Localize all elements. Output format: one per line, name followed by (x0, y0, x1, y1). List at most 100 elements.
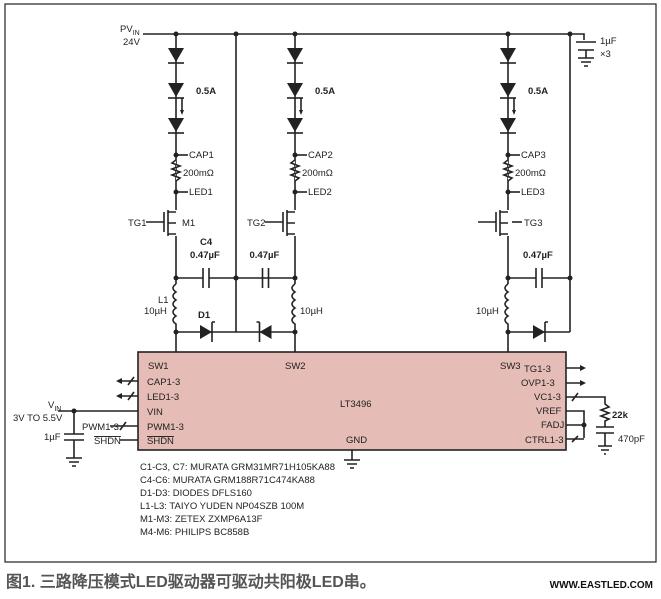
current-label: 0.5A (528, 86, 548, 97)
bus-lines (122, 376, 138, 401)
wire (512, 110, 516, 115)
vin-cap-label: 1µF (44, 432, 61, 443)
resistor-icon (169, 159, 183, 182)
frame (4, 3, 657, 563)
cap-470pf-label: 470pF (618, 434, 645, 445)
ground-icon (344, 450, 360, 469)
resistor-label: 200mΩ (302, 168, 333, 179)
wire (180, 110, 184, 115)
wire (567, 275, 573, 281)
ground-icon (576, 41, 596, 67)
bom-list: C1-C3, C7: MURATA GRM31MR71H105KA88 C4-C… (140, 462, 335, 538)
wire (256, 321, 261, 342)
pin-tg: TG1-3 (524, 364, 551, 375)
capacitor-icon (236, 268, 295, 288)
supply-cap-mult: ×3 (600, 49, 611, 60)
inductor-value-label: 10µH (476, 306, 499, 317)
cap-value-label: 0.47µF (190, 250, 220, 261)
pin-gnd: GND (346, 435, 367, 446)
led-icon (168, 83, 184, 97)
inductor-icon (291, 283, 297, 328)
bom-item: L1-L3: TAIYO YUDEN NP04SZB 100M (140, 501, 304, 512)
cap-ref-label: C4 (200, 237, 213, 248)
junction-dot (233, 31, 239, 37)
led-icon (168, 48, 184, 62)
gate-label: TG3 (524, 218, 542, 229)
resistor-label: 200mΩ (183, 168, 214, 179)
pin-cap: CAP1-3 (147, 377, 180, 388)
inductor-icon (504, 283, 510, 328)
pin-ovp: OVP1-3 (521, 378, 555, 389)
junction-dot (71, 408, 77, 414)
watermark: WWW.EASTLED.COM (549, 580, 653, 591)
wire (211, 321, 215, 342)
gate-label: TG2 (247, 218, 265, 229)
cap-node-label: CAP3 (521, 150, 546, 161)
supply-cap-label: 1µF (600, 36, 617, 47)
mosfet-label: M1 (182, 218, 195, 229)
inductor-ref-label: L1 (158, 295, 169, 306)
pvin-voltage: 24V (123, 37, 141, 48)
led-icon (500, 118, 516, 132)
pin-vin: VIN (147, 407, 163, 418)
bom-item: C1-C3, C7: MURATA GRM31MR71H105KA88 (140, 462, 335, 473)
shdn-input-label: SHDN (94, 436, 121, 447)
wire (170, 284, 182, 328)
vin-name: V (48, 400, 55, 411)
diode-label: D1 (198, 310, 211, 321)
inductor-icon (172, 283, 178, 328)
pvin-label: PVIN (120, 24, 140, 37)
pwm-input-label: PWM1-3 (82, 422, 119, 433)
ic-lt3496 (137, 351, 567, 451)
junction-dot (567, 31, 573, 37)
led-node-label: LED1 (189, 187, 213, 198)
resistor-22k-label: 22k (612, 410, 629, 421)
capacitor-icon (176, 268, 236, 288)
schottky-diode-icon (200, 325, 212, 339)
arrow-icon (580, 365, 586, 386)
pin-sw1: SW1 (148, 361, 169, 372)
vin-wiring (58, 410, 138, 467)
pin-sw2: SW2 (285, 361, 306, 372)
schottky-diode-icon (533, 325, 545, 339)
gate-label: TG1 (128, 218, 146, 229)
wire (544, 321, 548, 342)
pin-vref: VREF (536, 406, 562, 417)
pin-sw3: SW3 (500, 361, 521, 372)
schottky-diode-icon (259, 325, 272, 339)
wire (299, 110, 303, 115)
cap-value-label: 0.47µF (250, 250, 280, 261)
figure-caption: 图1. 三路降压模式LED驱动器可驱动共阳极LED串。 (6, 574, 376, 591)
wire (233, 275, 239, 281)
vin-label: VIN (48, 400, 61, 413)
current-label: 0.5A (196, 86, 216, 97)
inductor-value-label: 10µH (144, 306, 167, 317)
bom-item: M1-M3: ZETEX ZXMP6A13F (140, 514, 263, 525)
led-node-label: LED3 (521, 187, 545, 198)
rails (235, 34, 571, 332)
wire (502, 284, 514, 328)
led-icon (287, 48, 303, 62)
capacitor-icon (508, 268, 570, 288)
led-node-label: LED2 (308, 187, 332, 198)
pin-ctrl: CTRL1-3 (525, 435, 564, 446)
pin-led: LED1-3 (147, 392, 179, 403)
led-icon (287, 83, 303, 97)
cap-value-label: 0.47µF (523, 250, 553, 261)
pvin-name: PV (120, 24, 133, 35)
arrow-icon (116, 378, 122, 399)
comp-network (566, 367, 614, 455)
cap-node-label: CAP2 (308, 150, 333, 161)
led-icon (287, 118, 303, 132)
bom-item: M4-M6: PHILIPS BC858B (140, 527, 249, 538)
pvin-rail (143, 33, 585, 40)
vin-range: 3V TO 5.5V (13, 413, 63, 424)
inductor-value-label: 10µH (300, 306, 323, 317)
ic-name: LT3496 (340, 399, 372, 410)
current-label: 0.5A (315, 86, 335, 97)
bom-item: C4-C6: MURATA GRM188R71C474KA88 (140, 475, 315, 486)
